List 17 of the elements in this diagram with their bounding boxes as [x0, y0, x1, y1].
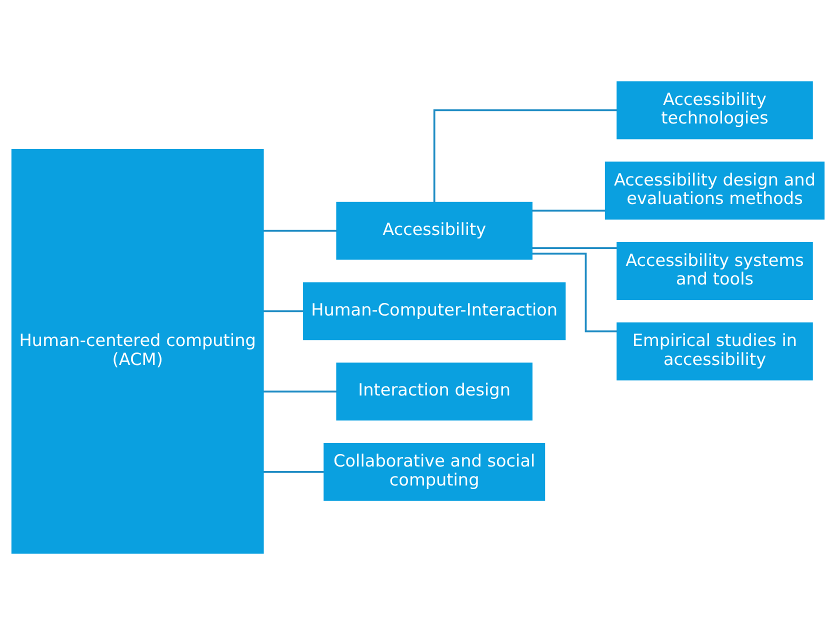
connector [263, 471, 324, 473]
node-box: Human-Computer-Interaction [303, 282, 566, 340]
connector [532, 252, 617, 332]
node-box: Human-centered computing (ACM) [11, 149, 264, 554]
node-box: Interaction design [336, 362, 532, 421]
node-box: Empirical studies in accessibility [616, 322, 813, 380]
node-box: Collaborative and social computing [324, 442, 546, 501]
connector [263, 230, 337, 232]
connector [532, 247, 617, 250]
connector [433, 109, 618, 202]
node-box: Accessibility design and evaluations methods [604, 162, 825, 220]
node-box: Accessibility [336, 202, 532, 260]
connector [532, 210, 606, 212]
node-box: Accessibility technologies [616, 81, 813, 140]
node-box: Accessibility systems and tools [616, 242, 813, 300]
connector [263, 310, 304, 312]
connector [263, 390, 337, 392]
